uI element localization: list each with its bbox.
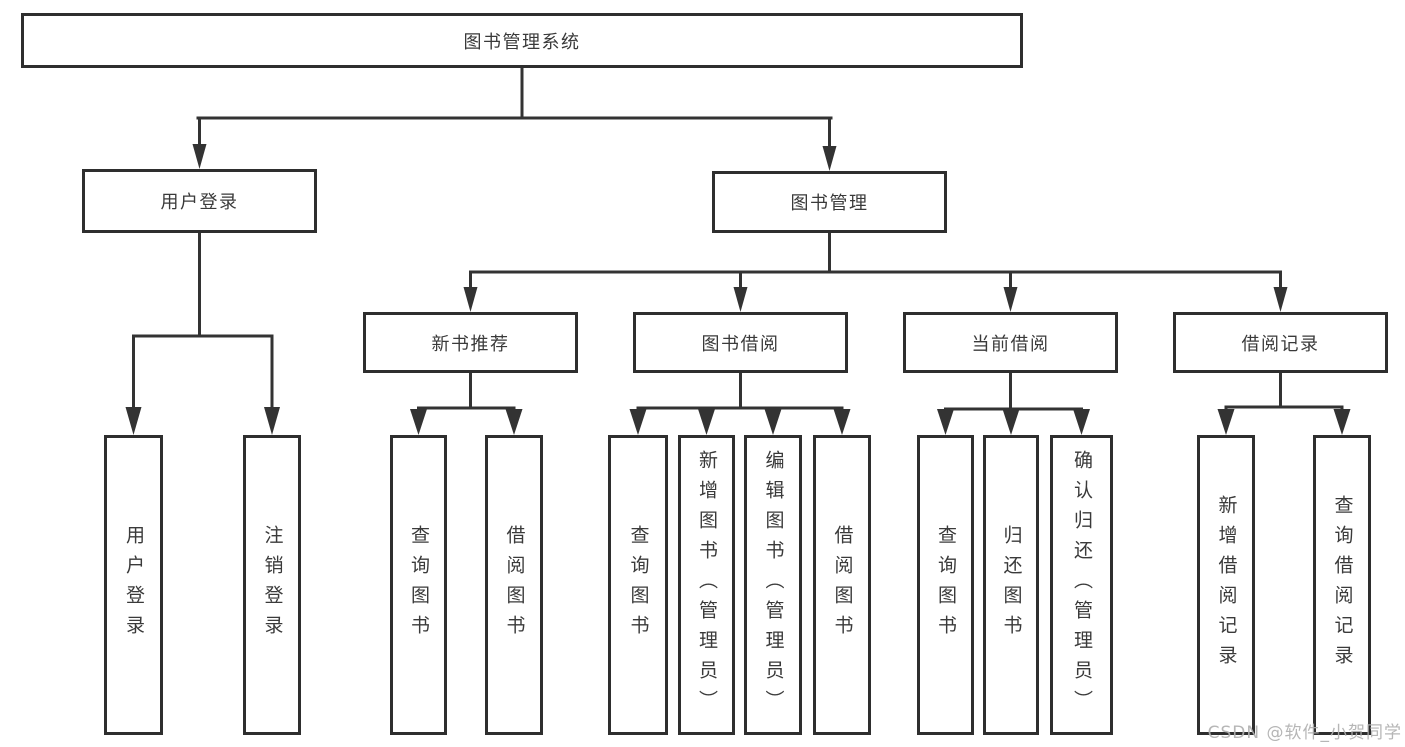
node-label: 图书借阅 — [701, 333, 780, 355]
leaf-confirm-return-admin: 确认归还（管理员） — [1050, 435, 1113, 735]
leaf-user-login: 用户登录 — [104, 435, 163, 735]
leaf-logout: 注销登录 — [243, 435, 301, 735]
leaf-label: 查询图书 — [627, 525, 650, 645]
node-label: 图书管理 — [790, 193, 869, 214]
leaf-label: 注销登录 — [261, 525, 284, 645]
csdn-watermark: CSDN @软件_小贺同学 — [1207, 723, 1402, 743]
node-label: 用户登录 — [160, 192, 239, 213]
node-label: 图书管理系统 — [463, 31, 581, 53]
leaf-label: 归还图书 — [1000, 525, 1023, 645]
leaf-borrow-books-borrowing: 借阅图书 — [813, 435, 871, 735]
leaf-label: 借阅图书 — [831, 525, 854, 645]
leaf-label: 查询借阅记录 — [1331, 495, 1354, 675]
node-book-management: 图书管理 — [712, 171, 947, 233]
node-current-borrowing: 当前借阅 — [903, 312, 1118, 373]
node-label: 借阅记录 — [1241, 333, 1320, 355]
leaf-label: 借阅图书 — [503, 525, 526, 645]
leaf-label: 确认归还（管理员） — [1071, 450, 1093, 720]
node-library-system: 图书管理系统 — [21, 13, 1023, 68]
leaf-label: 新增图书（管理员） — [696, 450, 718, 720]
node-new-book-recommend: 新书推荐 — [363, 312, 578, 373]
leaf-add-borrow-record: 新增借阅记录 — [1197, 435, 1255, 735]
leaf-label: 查询图书 — [935, 525, 957, 645]
leaf-label: 用户登录 — [123, 525, 145, 645]
leaf-label: 查询图书 — [408, 525, 430, 645]
leaf-query-books-recommend: 查询图书 — [390, 435, 447, 735]
leaf-query-books-borrowing: 查询图书 — [608, 435, 668, 735]
node-borrowing-records: 借阅记录 — [1173, 312, 1388, 373]
leaf-add-book-admin: 新增图书（管理员） — [678, 435, 735, 735]
leaf-edit-book-admin: 编辑图书（管理员） — [744, 435, 802, 735]
node-book-borrowing: 图书借阅 — [633, 312, 848, 373]
leaf-borrow-books-recommend: 借阅图书 — [485, 435, 543, 735]
node-label: 新书推荐 — [431, 333, 510, 355]
node-label: 当前借阅 — [971, 333, 1050, 355]
leaf-label: 新增借阅记录 — [1215, 495, 1238, 675]
leaf-return-books: 归还图书 — [983, 435, 1039, 735]
leaf-query-borrow-record: 查询借阅记录 — [1313, 435, 1371, 735]
node-user-login: 用户登录 — [82, 169, 317, 233]
leaf-query-books-current: 查询图书 — [917, 435, 974, 735]
leaf-label: 编辑图书（管理员） — [762, 450, 785, 720]
